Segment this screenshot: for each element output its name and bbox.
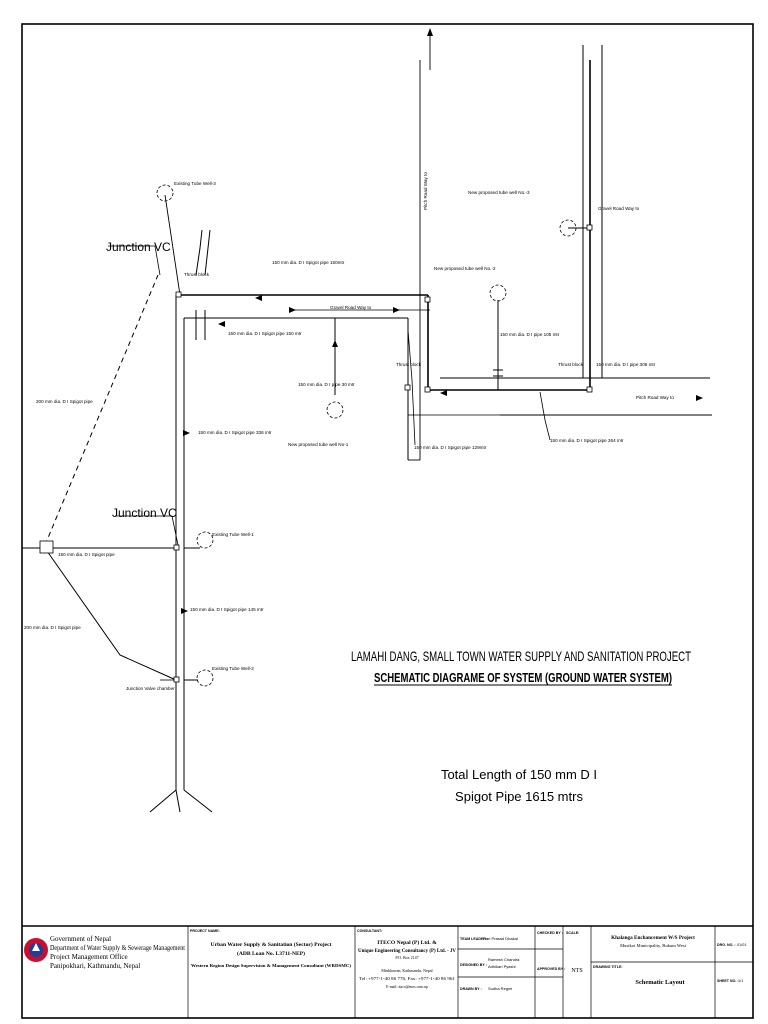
new-well-3-icon — [559, 219, 577, 237]
label-pipe-150-105: 150 mm dia. D I pipe 105 mtr — [500, 332, 560, 337]
drawing-number-label: DRG. NO. : — [717, 943, 736, 947]
drawing-title-label: DRAWING TITLE: — [593, 965, 623, 969]
label-pipe-150-30: 150 mm dia. D I pipe 30 mtr — [298, 382, 355, 387]
label-junction-top: Junction VC — [106, 240, 171, 254]
approved-by-label: APPROVED BY : — [537, 967, 565, 971]
project-line-1: Urban Water Supply & Sanitation (Sector)… — [211, 941, 332, 948]
drawn-by-label: DRAWN BY : — [460, 987, 482, 991]
team-leader-label: TEAM LEADER : — [460, 937, 488, 941]
scale-value: NTS — [571, 968, 582, 974]
consultant-label: CONSULTANT: — [357, 929, 382, 933]
new-well-2-icon — [489, 284, 507, 302]
diagram-labels: Junction VC Junction VC Existing Tube We… — [24, 172, 674, 691]
label-pipe-150-150-top: 150 mm dia. D I Spigot pipe 150mtr — [272, 260, 345, 265]
new-well-1-icon — [326, 401, 344, 419]
team-leader-value: Hari Prasad Dhakal — [483, 936, 518, 941]
project-line-3: Western Region Design Supervision & Mana… — [191, 963, 352, 968]
total-length-line-1: Total Length of 150 mm D I — [441, 767, 597, 782]
label-pitch-road-right: Pitch Road Way to — [636, 395, 674, 400]
diagram-subtitle: SCHEMATIC DIAGRAME OF SYSTEM (GROUND WAT… — [374, 670, 672, 685]
client-project-line-2: Musikot Municipality, Rukum West — [620, 943, 687, 949]
thrust-blocks — [39, 224, 593, 683]
consultant-line-3: P.O. Box 2147 — [395, 955, 418, 960]
consultant-line-5: Tel: +977-1-40 86 776, Fax: +977-1-40 86… — [359, 977, 455, 982]
label-pipe-150-150-mid: 150 mm dia. D I Spigot pipe 150 mtr — [228, 331, 302, 336]
org-line-3: Project Management Office — [50, 953, 128, 961]
drawing-number-value: 01/01 — [737, 943, 747, 947]
drawn-by-value: Sudha Regmi — [488, 986, 512, 991]
title-block — [187, 926, 753, 1018]
pipe-network — [22, 28, 712, 813]
label-pipe-200-bottom: 200 mm dia. D I Spigot pipe — [24, 625, 81, 630]
government-emblem-icon — [24, 938, 48, 962]
client-project-line-1: Khalanga Enchancement W/S Project — [611, 935, 695, 941]
label-existing-well-3: Existing Tube Well-3 — [174, 181, 216, 186]
label-new-well-2: New proposed tube well No.-2 — [434, 266, 496, 271]
label-gravel-road-right: Gravel Road Way to — [598, 206, 640, 211]
sheet-number-label: SHEET NO. : — [717, 979, 739, 983]
drawing-border — [21, 23, 754, 1019]
label-existing-well-1: Existing Tube Well-1 — [212, 532, 254, 537]
label-pipe-150-129: 150 mm dia. D I Spigot pipe 129mtr — [414, 445, 487, 450]
label-existing-well-2: Existing Tube Well-2 — [212, 666, 254, 671]
label-pitch-road-vertical: Pitch Road Way to — [423, 172, 428, 210]
label-pipe-200-top: 200 mm dia. D I Spigot pipe — [36, 399, 93, 404]
label-junction-valve-chamber: Junction Valve chamber — [126, 686, 175, 691]
consultant-line-1: ITECO Nepal (P) Ltd. & — [377, 939, 437, 946]
total-length-line-2: Spigot Pipe 1615 mtrs — [455, 789, 583, 804]
consultant-line-4: Minbhawan, Kathmandu, Nepal — [381, 968, 433, 974]
project-title: LAMAHI DANG, SMALL TOWN WATER SUPPLY AND… — [351, 648, 691, 664]
label-new-well-3: New proposed tube well No.-3 — [468, 190, 530, 195]
existing-well-2-icon — [196, 669, 214, 687]
existing-well-3-icon — [156, 184, 174, 202]
label-junction-mid: Junction VC — [112, 506, 177, 520]
label-pipe-150-306: 150 mm dia. D I pipe 306 mtr — [596, 362, 656, 367]
label-new-well-1: New proposed tube well No-1 — [288, 442, 349, 447]
designed-by-value-1: Ramesh Chandra — [488, 957, 520, 962]
project-name-label: PROJECT NAME: — [190, 929, 220, 933]
org-line-1: Government of Nepal — [50, 935, 111, 943]
label-gravel-road-mid: Gravel Road Way to — [330, 305, 372, 310]
project-line-2: (ADB Loan No. L3711-NEP) — [237, 950, 305, 957]
label-thrust-block-1: Thrust block — [184, 272, 210, 277]
label-pipe-150-264: 150 mm dia. D I Spigot pipe 264 mtr — [550, 438, 624, 443]
label-pipe-150-145: 150 mm dia. D I Spigot pipe 145 mtr — [190, 607, 264, 612]
junction-valve-chamber-box — [39, 540, 54, 554]
drawing-title-value: Schematic Layout — [635, 979, 685, 986]
scale-label: SCALE: — [566, 931, 579, 935]
tube-wells — [156, 184, 577, 687]
checked-by-label: CHECKED BY : — [537, 931, 563, 935]
org-line-2: Department of Water Supply & Sewerage Ma… — [50, 944, 185, 952]
org-line-4: Panipokhari, Kathmandu, Nepal — [50, 962, 140, 970]
designed-by-label: DESIGNED BY : — [460, 963, 487, 967]
consultant-line-6: E-mail: itaco@mos.com.np — [386, 985, 428, 989]
consultant-line-2: Unique Engineering Consultancy (P) Ltd. … — [358, 949, 457, 954]
designed-by-value-2: Adhikari Pyashi — [488, 964, 516, 969]
sheet-number-value: 1/1 — [738, 979, 743, 983]
label-thrust-block-3: Thrust block — [558, 362, 584, 367]
existing-well-1-icon — [196, 531, 214, 549]
label-thrust-block-2: Thrust block — [396, 362, 422, 367]
label-pipe-150-336: 150 mm dia. D I Spigot pipe 336 mtr — [198, 430, 272, 435]
label-pipe-150-left: 150 mm dia. D I Spigot pipe — [58, 552, 115, 557]
arrows — [181, 295, 703, 614]
